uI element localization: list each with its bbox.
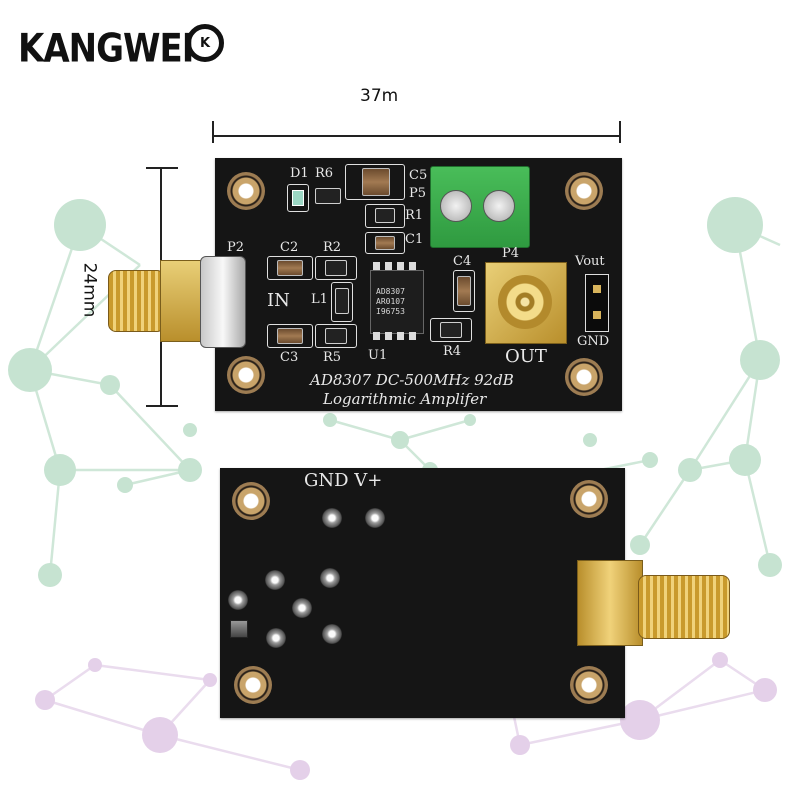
pcb-bottom-board: GND V+ xyxy=(220,468,625,718)
mounting-hole-bottom-left xyxy=(227,356,265,394)
sma-connector-bottom-body xyxy=(577,560,643,646)
capacitor-c4 xyxy=(457,276,471,306)
capacitor-c4-outline xyxy=(453,270,475,312)
width-dimension-label: 37m xyxy=(360,86,399,106)
label-c1: C1 xyxy=(405,232,424,247)
resistor-r4-outline xyxy=(430,318,472,342)
label-c4: C4 xyxy=(453,254,472,269)
solder-pad-vplus xyxy=(365,508,385,528)
resistor-r1-outline xyxy=(365,204,405,228)
sma-connector-bottom[interactable] xyxy=(638,575,730,639)
capacitor-c5 xyxy=(362,168,390,196)
solder-pad-p5-square xyxy=(230,620,248,638)
resistor-r2 xyxy=(325,260,347,276)
solder-pad-u1-1 xyxy=(265,570,285,590)
capacitor-c1 xyxy=(375,236,395,250)
pcb-top-board: D1 R6 C5 P5 R1 C1 P4 P2 C2 R2 IN L1 C3 R… xyxy=(215,158,622,411)
width-dimension-line xyxy=(212,121,621,143)
label-d1: D1 xyxy=(290,166,309,181)
solder-pad-u1-4 xyxy=(266,628,286,648)
ic-u1-pins-bottom xyxy=(373,332,421,340)
height-dimension-label: 24mm xyxy=(79,262,100,318)
sma-connector-in[interactable] xyxy=(108,270,165,332)
terminal-screw-2[interactable] xyxy=(483,190,515,222)
resistor-r4 xyxy=(440,322,462,338)
sma-connector-in-body xyxy=(160,260,206,342)
mounting-hole-bottom-board-br xyxy=(570,666,608,704)
solder-pad-u1-2 xyxy=(320,568,340,588)
label-gnd-vplus: GND V+ xyxy=(304,470,383,491)
terminal-screw-1[interactable] xyxy=(440,190,472,222)
label-p2: P2 xyxy=(227,240,245,255)
mounting-hole-bottom-board-bl xyxy=(234,666,272,704)
capacitor-c1-outline xyxy=(365,232,405,254)
label-r6: R6 xyxy=(315,166,334,181)
label-gnd: GND xyxy=(577,334,610,349)
mounting-hole-bottom-board-tl xyxy=(232,482,270,520)
label-r2: R2 xyxy=(323,240,342,255)
capacitor-c3-outline xyxy=(267,324,313,348)
label-r4: R4 xyxy=(443,344,462,359)
mounting-hole-top-right xyxy=(565,172,603,210)
solder-pad-p5-1 xyxy=(228,590,248,610)
led-d1 xyxy=(292,190,304,206)
label-u1: U1 xyxy=(368,348,388,363)
label-r1: R1 xyxy=(405,208,424,223)
label-vout: Vout xyxy=(575,254,605,269)
label-in: IN xyxy=(267,290,290,311)
solder-pad-u1-3 xyxy=(292,598,312,618)
brand-logo-badge: K xyxy=(186,24,224,62)
led-d1-outline xyxy=(287,184,309,212)
capacitor-c2 xyxy=(277,260,303,276)
resistor-r1 xyxy=(375,208,395,223)
label-p5: P5 xyxy=(409,186,427,201)
pin-header-vout[interactable] xyxy=(585,274,609,332)
resistor-r5-outline xyxy=(315,324,357,348)
mounting-hole-bottom-board-tr xyxy=(570,480,608,518)
solder-pad-gnd xyxy=(322,508,342,528)
capacitor-c3 xyxy=(277,328,303,344)
chip-marking-line-1: AD8307 xyxy=(376,287,405,296)
capacitor-c5-outline xyxy=(345,164,405,200)
solder-pad-u1-5 xyxy=(322,624,342,644)
header-pin-2 xyxy=(593,311,601,319)
inductor-l1-outline xyxy=(331,282,353,322)
header-pin-1 xyxy=(593,285,601,293)
label-r5: R5 xyxy=(323,350,342,365)
label-out: OUT xyxy=(505,346,547,367)
inductor-l1 xyxy=(335,288,349,314)
mounting-hole-bottom-right xyxy=(565,358,603,396)
board-title: AD8307 DC-500MHz 92dB xyxy=(310,371,514,389)
capacitor-c2-outline xyxy=(267,256,313,280)
resistor-r6 xyxy=(315,188,341,204)
ic-u1-ad8307: AD8307 AR0107 I96753 xyxy=(370,270,424,334)
board-subtitle: Logarithmic Amplifer xyxy=(323,390,487,408)
mounting-hole-top-left xyxy=(227,172,265,210)
label-c3: C3 xyxy=(280,350,299,365)
label-l1: L1 xyxy=(311,292,328,307)
sma-connector-out[interactable] xyxy=(498,275,552,329)
label-c5: C5 xyxy=(409,168,428,183)
resistor-r2-outline xyxy=(315,256,357,280)
label-p4: P4 xyxy=(502,246,520,261)
sma-connector-in-pins xyxy=(200,256,246,348)
chip-marking-line-3: I96753 xyxy=(376,307,405,316)
brand-logo-text: KANGWEI xyxy=(18,26,194,72)
resistor-r5 xyxy=(325,328,347,344)
ic-u1-pins-top xyxy=(373,262,421,270)
chip-marking-line-2: AR0107 xyxy=(376,297,405,306)
label-c2: C2 xyxy=(280,240,299,255)
